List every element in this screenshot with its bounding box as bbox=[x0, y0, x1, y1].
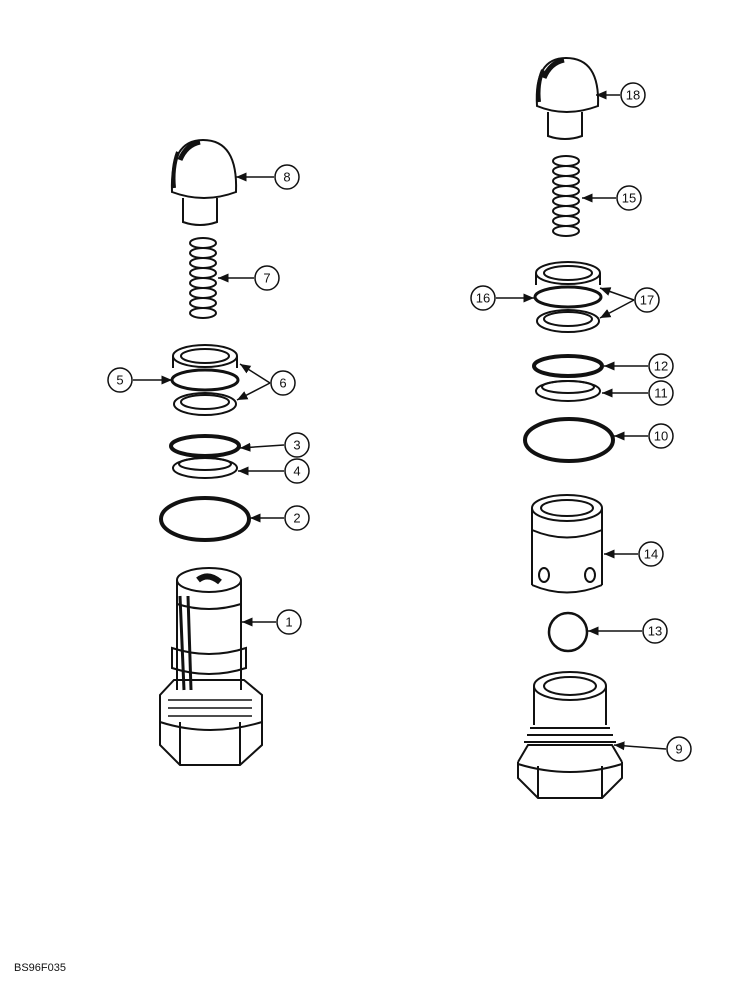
callout-15: 15 bbox=[622, 191, 636, 206]
callout-18: 18 bbox=[626, 88, 640, 103]
spring-part-15 bbox=[552, 155, 580, 237]
callout-17: 17 bbox=[640, 293, 654, 308]
callout-5: 5 bbox=[116, 373, 123, 388]
valve-body-part-1 bbox=[159, 567, 263, 766]
ring-stack-part-5 bbox=[170, 344, 240, 416]
spring-part-7 bbox=[189, 237, 217, 319]
callout-3: 3 bbox=[293, 438, 300, 453]
callout-4: 4 bbox=[293, 464, 300, 479]
callout-7: 7 bbox=[263, 271, 270, 286]
callout-2: 2 bbox=[293, 511, 300, 526]
ball-part-13 bbox=[547, 611, 589, 653]
o-ring-part-10 bbox=[523, 417, 615, 463]
ring-part-3 bbox=[169, 434, 241, 458]
ring-stack-part-16 bbox=[533, 261, 603, 333]
callout-14: 14 bbox=[644, 547, 658, 562]
o-ring-part-2 bbox=[159, 496, 251, 542]
callout-leaders bbox=[133, 90, 667, 751]
ring-part-12 bbox=[532, 354, 604, 378]
callout-16: 16 bbox=[476, 291, 490, 306]
ring-part-4 bbox=[172, 457, 238, 479]
cap-part-18 bbox=[535, 56, 600, 140]
sleeve-part-14 bbox=[531, 494, 603, 594]
callout-10: 10 bbox=[654, 429, 668, 444]
plug-part-9 bbox=[517, 671, 623, 799]
callout-9: 9 bbox=[675, 742, 682, 757]
figure-reference: BS96F035 bbox=[14, 962, 66, 974]
callout-1: 1 bbox=[285, 615, 292, 630]
callout-8: 8 bbox=[283, 170, 290, 185]
callout-circles bbox=[107, 82, 692, 762]
callout-6: 6 bbox=[279, 376, 286, 391]
callout-12: 12 bbox=[654, 359, 668, 374]
callout-11: 11 bbox=[654, 386, 668, 401]
callout-13: 13 bbox=[648, 624, 662, 639]
ring-part-11 bbox=[535, 380, 601, 402]
cap-part-8 bbox=[170, 138, 238, 226]
